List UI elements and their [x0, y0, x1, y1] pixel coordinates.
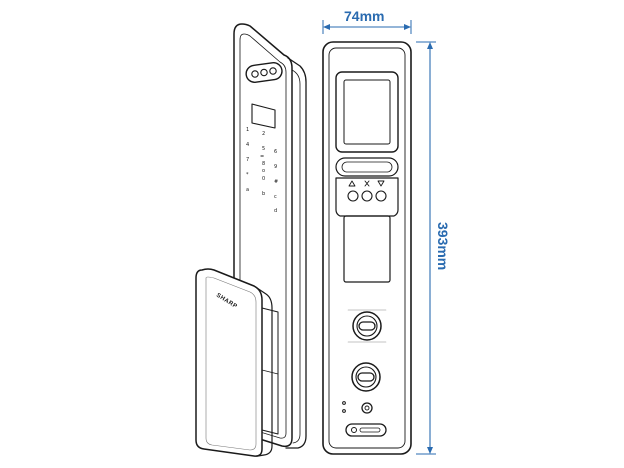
- svg-text:1: 1: [246, 127, 249, 133]
- camera-lens-icon: [260, 68, 268, 77]
- svg-text:5: 5: [262, 146, 265, 152]
- close-icon: [364, 180, 370, 187]
- svg-text:4: 4: [246, 142, 249, 148]
- warning-icon: [348, 180, 356, 187]
- camera-lens-icon: [269, 67, 277, 75]
- pull-handle: [195, 268, 263, 457]
- svg-text:a: a: [246, 187, 249, 193]
- keypad: 1 2 4 5 6 7 8 9 * 0 # a b c d = o: [246, 127, 278, 214]
- width-label: 74mm: [344, 8, 384, 24]
- indicator-dot: [342, 401, 346, 405]
- lock-front-face: [233, 23, 293, 448]
- svg-text:o: o: [262, 168, 265, 174]
- svg-text:d: d: [274, 208, 277, 214]
- main-screen: [335, 71, 399, 153]
- lock-front-view: [322, 41, 412, 455]
- svg-text:*: *: [246, 172, 249, 178]
- control-button: [347, 190, 359, 202]
- lock-perspective-view: 1 2 4 5 6 7 8 9 * 0 # a b c d = o SHARP: [195, 23, 307, 457]
- front-outer-frame: [322, 41, 412, 455]
- svg-text:9: 9: [274, 164, 277, 170]
- camera-lens-icon: [251, 70, 259, 78]
- svg-text:7: 7: [246, 157, 249, 163]
- handle-recess: [343, 215, 391, 283]
- camera-module: [245, 61, 283, 84]
- control-panel: [335, 177, 399, 217]
- svg-text:6: 6: [274, 149, 277, 155]
- chevron-down-icon: [377, 180, 385, 187]
- status-display: [251, 103, 276, 129]
- height-label: 393mm: [435, 222, 451, 270]
- thumb-knob: [352, 311, 382, 341]
- sensor-strip: [335, 157, 399, 177]
- svg-text:#: #: [274, 179, 278, 185]
- indicator-dot: [342, 409, 346, 413]
- dimension-annotations: 74mm 393mm: [322, 8, 451, 455]
- svg-text:=: =: [260, 154, 264, 160]
- control-button: [375, 190, 387, 202]
- svg-text:2: 2: [262, 131, 265, 137]
- svg-text:8: 8: [262, 161, 265, 167]
- lock-side-edge: [285, 57, 307, 449]
- control-button: [361, 190, 373, 202]
- turn-knob: [351, 362, 381, 392]
- svg-text:0: 0: [262, 176, 265, 182]
- bottom-latch: [345, 423, 387, 437]
- indicator-icons: [348, 180, 385, 187]
- svg-text:c: c: [274, 194, 277, 200]
- keyhole-icon: [361, 402, 373, 414]
- svg-text:b: b: [262, 191, 265, 197]
